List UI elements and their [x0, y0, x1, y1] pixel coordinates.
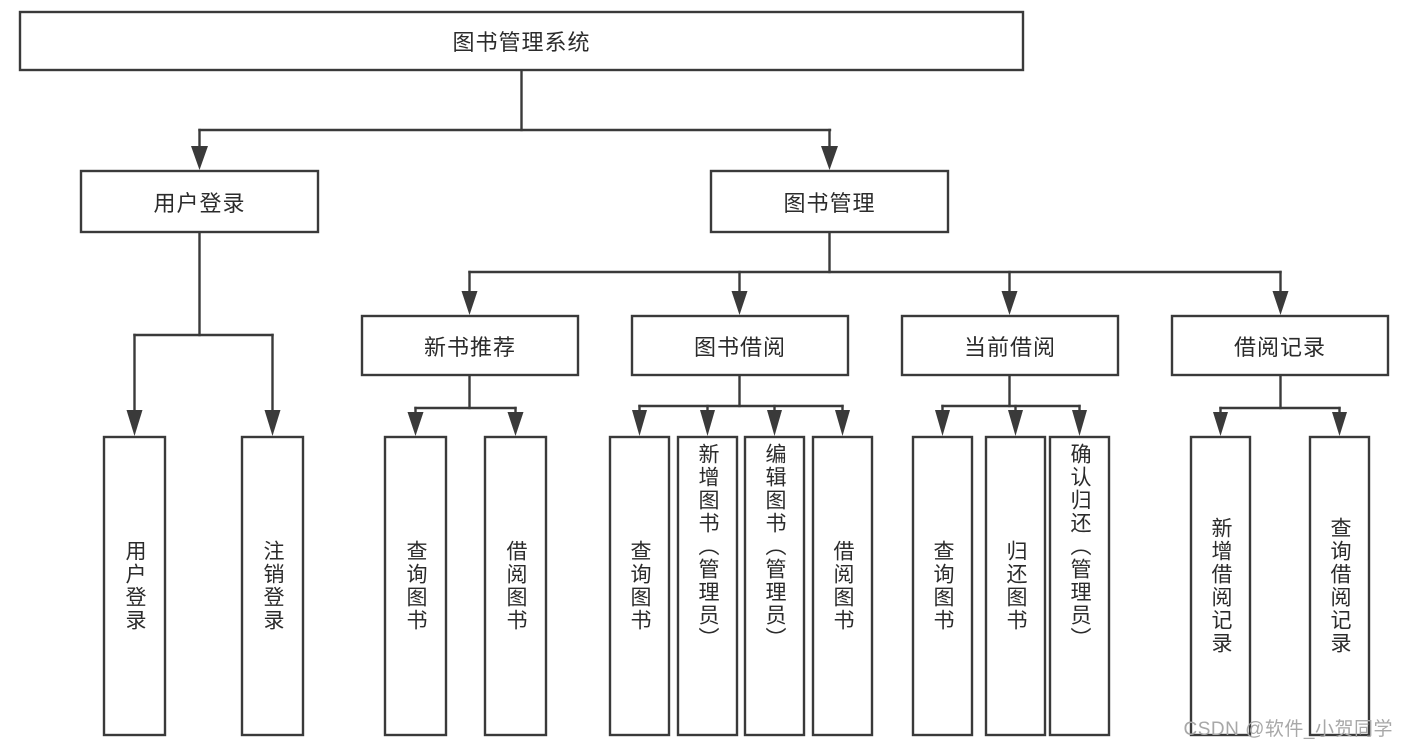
node-box-borrow-record[interactable] — [1170, 314, 1390, 377]
arrow-head-leaf-query-book-rec — [407, 412, 424, 436]
arrow-head-leaf-query-book-cur — [935, 410, 950, 436]
arrow-head-new-book-recommend — [461, 291, 478, 315]
node-box-leaf-user-login[interactable] — [102, 435, 167, 737]
arrow-head-leaf-user-login — [126, 410, 143, 436]
arrow-head-leaf-borrow-book-rec — [507, 412, 524, 436]
arrow-head-leaf-add-borrow-record — [1213, 412, 1228, 436]
arrow-head-leaf-return-book — [1008, 410, 1023, 436]
node-box-leaf-borrow-book-rec[interactable] — [483, 435, 548, 737]
node-box-leaf-add-borrow-record[interactable] — [1189, 435, 1252, 737]
edge-group-root-to-level1 — [191, 68, 838, 170]
edge-group-book-borrow-to-leaves — [632, 373, 850, 436]
node-box-leaf-confirm-return-admin[interactable] — [1048, 435, 1111, 737]
node-box-leaf-add-book-admin[interactable] — [676, 435, 739, 737]
edge-group-book-management-to-level2 — [461, 230, 1289, 315]
node-box-leaf-query-borrow-record[interactable] — [1308, 435, 1371, 737]
arrow-head-leaf-borrow-book — [835, 410, 850, 436]
arrow-head-current-borrow — [1001, 291, 1018, 315]
arrow-head-leaf-query-book-borrow — [632, 410, 647, 436]
arrow-head-book-borrow — [731, 291, 748, 315]
node-box-book-borrow[interactable] — [630, 314, 850, 377]
node-box-root[interactable] — [18, 10, 1025, 72]
arrow-head-leaf-query-borrow-record — [1332, 412, 1347, 436]
edge-group-new-book-recommend-to-leaves — [407, 373, 524, 436]
arrow-head-leaf-add-book-admin — [700, 410, 715, 436]
node-box-leaf-borrow-book[interactable] — [811, 435, 874, 737]
node-box-leaf-query-book-borrow[interactable] — [608, 435, 671, 737]
arrow-head-book-management — [821, 146, 838, 170]
node-box-leaf-logout[interactable] — [240, 435, 305, 737]
arrow-head-leaf-confirm-return-admin — [1072, 410, 1087, 436]
node-box-leaf-query-book-rec[interactable] — [383, 435, 448, 737]
arrow-head-borrow-record — [1272, 291, 1289, 315]
edge-group-current-borrow-to-leaves — [935, 373, 1087, 436]
edge-group-borrow-record-to-leaves — [1213, 373, 1347, 436]
node-box-new-book-recommend[interactable] — [360, 314, 580, 377]
node-box-current-borrow[interactable] — [900, 314, 1120, 377]
arrow-head-leaf-edit-book-admin — [767, 410, 782, 436]
node-box-book-management[interactable] — [709, 169, 950, 234]
arrow-head-leaf-logout — [264, 410, 281, 436]
node-box-user-login[interactable] — [79, 169, 320, 234]
node-box-leaf-edit-book-admin[interactable] — [743, 435, 806, 737]
edge-group-user-login-to-leaves — [126, 230, 281, 436]
node-box-leaf-query-book-cur[interactable] — [911, 435, 974, 737]
node-box-leaf-return-book[interactable] — [984, 435, 1047, 737]
arrow-head-user-login — [191, 146, 208, 170]
